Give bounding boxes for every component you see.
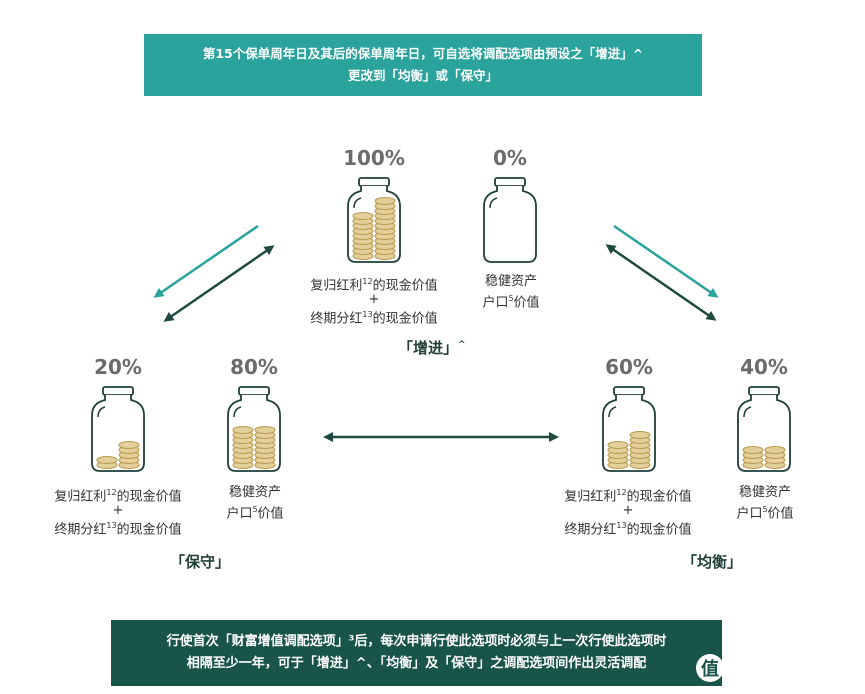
footnote-ref: 12 [362, 277, 372, 286]
bottom-banner-line1: 行使首次「财富增值调配选项」³后，每次申请行使此选项时必须与上一次行使此选项时 [111, 631, 722, 653]
balanced-left-label-line2b: 的现金价值 [627, 523, 692, 538]
bottom-banner-line2: 相隔至少一年，可于「增进」^、「均衡」及「保守」之调配选项间作出灵活调配 [111, 653, 722, 675]
growth-option-label: 「增进」^ [398, 337, 466, 358]
bottom-banner: 行使首次「财富增值调配选项」³后，每次申请行使此选项时必须与上一次行使此选项时 … [111, 620, 722, 686]
conservative-left-label: 复归红利12的现金价值 + 终期分红13的现金价值 [40, 484, 196, 539]
watermark-logo-icon: 值 [696, 654, 724, 682]
balanced-left-label: 复归红利12的现金价值 + 终期分红13的现金价值 [550, 484, 706, 539]
balanced-left-label-line1: 复归红利 [564, 489, 616, 504]
footnote-ref: 12 [106, 488, 116, 497]
growth-left-label-line1b: 的现金价值 [373, 278, 438, 293]
conservative-left-jar-icon [89, 385, 147, 473]
conservative-right-label-line1: 稳健资产 [210, 484, 300, 501]
growth-right-label-line2: 户口 [482, 295, 508, 310]
plus-sign: + [296, 294, 452, 306]
conservative-left-label-line2: 终期分红 [54, 523, 106, 538]
balanced-right-label-line2: 户口 [736, 506, 762, 521]
conservative-option-label: 「保守」 [170, 551, 230, 572]
growth-right-percent: 0% [470, 146, 550, 170]
growth-left-label-line2b: 的现金价值 [373, 312, 438, 327]
caret-mark: ^ [458, 340, 466, 350]
footnote-ref: 12 [616, 488, 626, 497]
growth-option-text: 「增进」 [398, 339, 458, 357]
footnote-ref: 13 [616, 521, 626, 530]
balanced-right-label: 稳健资产 户口5价值 [720, 484, 810, 522]
balanced-right-label-line2b: 价值 [768, 506, 794, 521]
conservative-left-label-line1b: 的现金价值 [117, 489, 182, 504]
growth-left-percent: 100% [334, 146, 414, 170]
conservative-right-label-line2: 户口 [226, 506, 252, 521]
plus-sign: + [550, 505, 706, 517]
watermark: 值 什么值得买 [696, 648, 864, 688]
growth-left-jar-icon [345, 176, 403, 264]
balanced-left-label-line1b: 的现金价值 [627, 489, 692, 504]
conservative-right-label-line2b: 价值 [258, 506, 284, 521]
growth-right-jar-icon [481, 176, 539, 264]
conservative-right-jar-icon [225, 385, 283, 473]
balanced-left-percent: 60% [589, 355, 669, 379]
conservative-right-percent: 80% [214, 355, 294, 379]
growth-left-label: 复归红利12的现金价值 + 终期分红13的现金价值 [296, 273, 452, 328]
watermark-text: 什么值得买 [730, 655, 820, 681]
growth-right-label-line2b: 价值 [514, 295, 540, 310]
growth-left-label-line1: 复归红利 [310, 278, 362, 293]
balanced-right-jar-icon [735, 385, 793, 473]
arrow-growth-conservative-double [166, 247, 272, 320]
growth-left-label-line2: 终期分红 [310, 312, 362, 327]
footnote-ref: 13 [362, 310, 372, 319]
balanced-option-label: 「均衡」 [682, 551, 742, 572]
balanced-right-label-line1: 稳健资产 [720, 484, 810, 501]
conservative-left-label-line2b: 的现金价值 [117, 523, 182, 538]
balanced-left-label-line2: 终期分红 [564, 523, 616, 538]
growth-right-label-line1: 稳健资产 [466, 273, 556, 290]
arrow-growth-to-conservative [156, 226, 258, 296]
balanced-left-jar-icon [600, 385, 658, 473]
conservative-left-percent: 20% [78, 355, 158, 379]
conservative-left-label-line1: 复归红利 [54, 489, 106, 504]
balanced-right-percent: 40% [724, 355, 804, 379]
growth-right-label: 稳健资产 户口5价值 [466, 273, 556, 311]
footnote-ref: 13 [106, 521, 116, 530]
plus-sign: + [40, 505, 196, 517]
conservative-right-label: 稳健资产 户口5价值 [210, 484, 300, 522]
